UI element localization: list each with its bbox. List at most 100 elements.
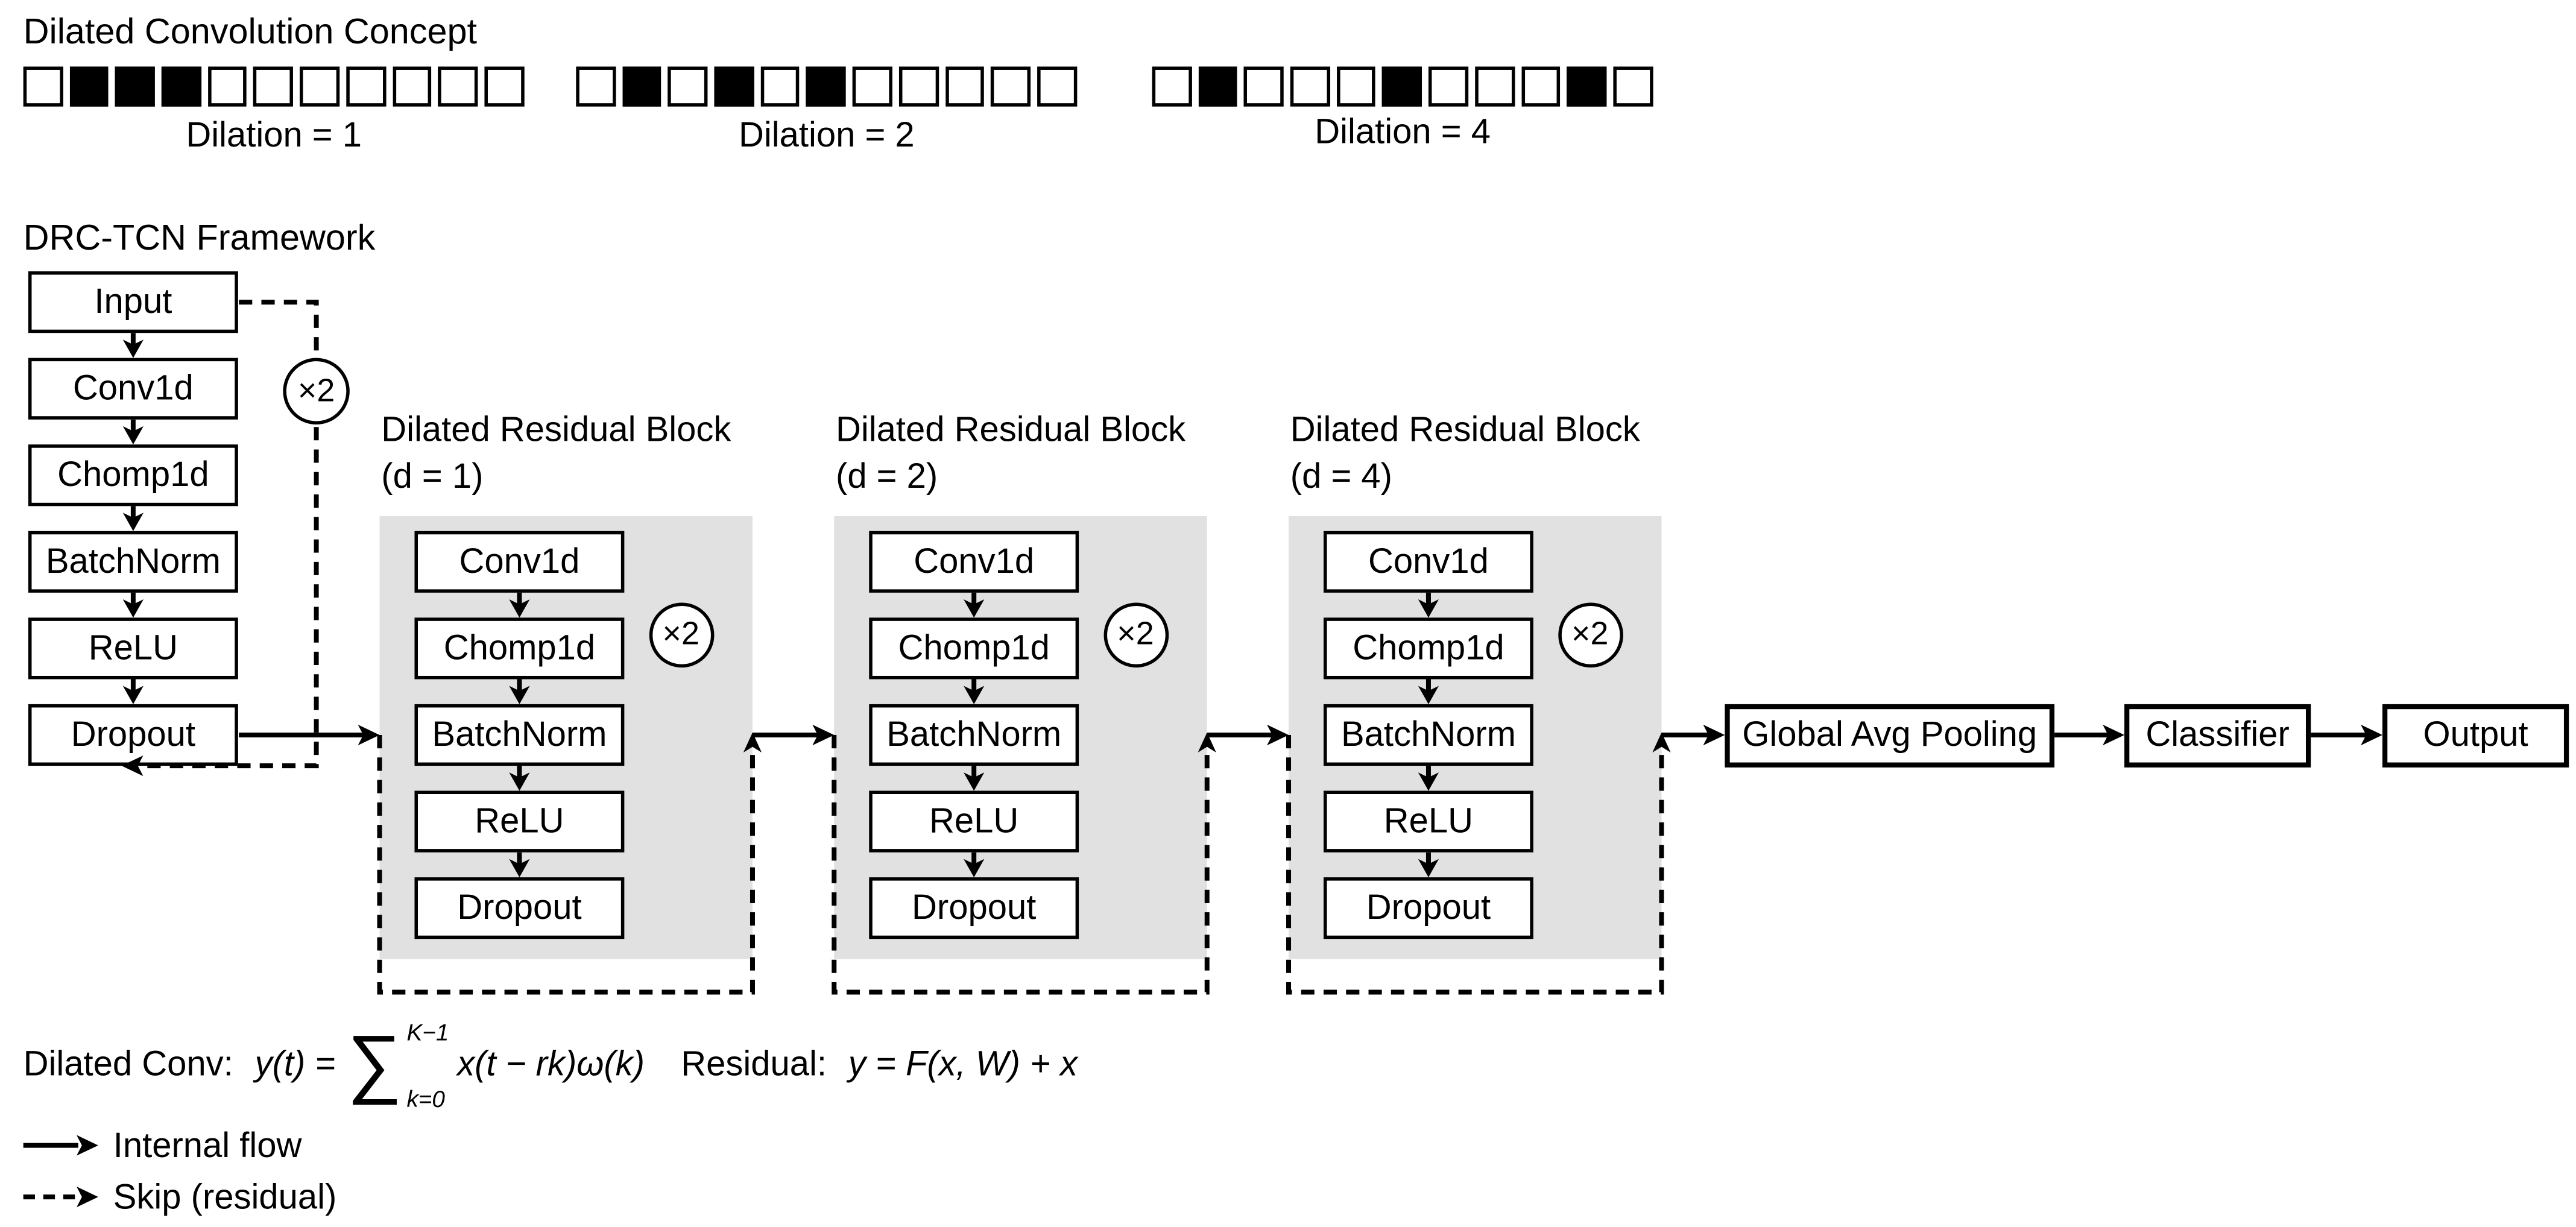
right-arrowhead (358, 724, 380, 746)
empty-cell (1521, 66, 1561, 106)
legend-skip-residual-label: Skip (residual) (113, 1178, 337, 1217)
empty-cell (1037, 66, 1077, 106)
down-arrowhead (509, 686, 530, 704)
empty-cell (1428, 66, 1468, 106)
stem-repeat-x2-badge: ×2 (283, 358, 350, 425)
output-label: Output (2423, 716, 2528, 754)
residual-equation: Residual: y = F(x, W) + x (681, 1019, 1078, 1112)
down-arrowhead (1418, 859, 1439, 878)
kernel-tap-cell (1382, 66, 1422, 106)
stem-box-dropout-label: Dropout (71, 714, 196, 754)
block1-subtitle: (d = 1) (381, 458, 484, 496)
residual-equation-label: Residual: (681, 1045, 827, 1084)
right-arrowhead (812, 724, 835, 746)
block1-relu-label: ReLU (475, 801, 564, 840)
block3-dropout-label: Dropout (1366, 888, 1491, 927)
legend-solid-arrowhead (77, 1135, 98, 1156)
global-avg-pooling-box: Global Avg Pooling (1725, 704, 2055, 768)
block3-box-chomp1d: Chomp1d (1323, 617, 1533, 680)
block1-box-dropout: Dropout (414, 877, 625, 939)
block1-repeat-x2-badge: ×2 (648, 602, 714, 667)
empty-cell (944, 66, 985, 106)
empty-cell (852, 66, 892, 106)
block2-box-relu: ReLU (869, 790, 1079, 853)
stem-box-chomp1d: Chomp1d (28, 444, 238, 506)
concept-title: Dilated Convolution Concept (23, 11, 478, 52)
skip-dash-block2 (832, 734, 1210, 995)
block2-box-chomp1d: Chomp1d (869, 617, 1079, 680)
empty-cell (207, 66, 247, 106)
down-arrowhead (122, 339, 144, 358)
classifier-box: Classifier (2124, 704, 2311, 768)
block1-title: Dilated Residual Block (381, 411, 731, 450)
sum-lower-limit: k=0 (406, 1085, 445, 1112)
right-arrowhead (2361, 724, 2382, 746)
legend-dashed-arrowhead (77, 1187, 98, 1208)
block2-relu-label: ReLU (929, 801, 1019, 840)
dilation-1-label: Dilation = 1 (186, 116, 362, 155)
stem-box-batchnorm-label: BatchNorm (45, 541, 221, 581)
stem-box-conv1d-label: Conv1d (72, 368, 194, 408)
block2-title: Dilated Residual Block (836, 411, 1186, 450)
right-arrowhead (1703, 724, 1725, 746)
kernel-tap-cell (806, 66, 846, 106)
empty-cell (253, 66, 294, 106)
empty-cell (1336, 66, 1376, 106)
block3-box-conv1d: Conv1d (1323, 531, 1533, 593)
kernel-tap-cell (1198, 66, 1238, 106)
block2-subtitle: (d = 2) (836, 458, 938, 496)
down-arrowhead (122, 686, 144, 704)
skip-up-arrowhead (743, 732, 762, 752)
kernel-row-dilation-2 (576, 66, 1077, 106)
block1-conv1d-label: Conv1d (459, 541, 580, 581)
block3-subtitle: (d = 4) (1290, 458, 1392, 496)
empty-cell (346, 66, 386, 106)
empty-cell (300, 66, 339, 106)
block3-repeat-x2-badge: ×2 (1557, 602, 1623, 667)
stem-box-conv1d: Conv1d (28, 358, 238, 420)
residual-formula: y = F(x, W) + x (848, 1045, 1078, 1084)
down-arrowhead (964, 859, 985, 878)
empty-cell (1152, 66, 1192, 106)
kernel-row-dilation-1 (23, 66, 524, 106)
skip-up-arrowhead (1652, 732, 1671, 752)
empty-cell (576, 66, 616, 106)
kernel-tap-cell (161, 66, 201, 106)
kernel-tap-cell (115, 66, 155, 106)
block1-box-chomp1d: Chomp1d (414, 617, 625, 680)
block2-box-batchnorm: BatchNorm (869, 704, 1079, 766)
dilated-conv-rhs: x(t − rk)ω(k) (457, 1045, 645, 1084)
empty-cell (1474, 66, 1515, 106)
block1-chomp1d-label: Chomp1d (443, 628, 596, 667)
kernel-row-dilation-4 (1152, 66, 1653, 106)
stem-box-input: Input (28, 271, 238, 333)
empty-cell (668, 66, 708, 106)
internal-flow-lines (23, 333, 2368, 1148)
dilated-conv-equation-label: Dilated Conv: (23, 1045, 233, 1084)
dilated-conv-lhs: y(t) = (254, 1045, 336, 1084)
stem-box-dropout: Dropout (28, 704, 238, 766)
down-arrowhead (122, 426, 144, 445)
empty-cell (1290, 66, 1330, 106)
dilation-4-label: Dilation = 4 (1315, 113, 1491, 152)
block3-conv1d-label: Conv1d (1368, 541, 1489, 581)
block3-chomp1d-label: Chomp1d (1353, 628, 1504, 667)
down-arrowhead (964, 772, 985, 791)
block2-box-dropout: Dropout (869, 877, 1079, 939)
block1-dropout-label: Dropout (457, 888, 582, 927)
down-arrowhead (509, 859, 530, 878)
stem-box-batchnorm: BatchNorm (28, 531, 238, 593)
stem-box-input-label: Input (94, 282, 172, 321)
right-arrowhead (1267, 724, 1289, 746)
framework-title: DRC-TCN Framework (23, 218, 376, 258)
down-arrowhead (1418, 772, 1439, 791)
stem-box-chomp1d-label: Chomp1d (57, 455, 209, 494)
block3-box-batchnorm: BatchNorm (1323, 704, 1533, 766)
empty-cell (23, 66, 63, 106)
empty-cell (1244, 66, 1284, 106)
block1-box-relu: ReLU (414, 790, 625, 853)
summation-symbol: ∑ K−1 k=0 (347, 1019, 449, 1112)
right-arrowhead (2103, 724, 2125, 746)
